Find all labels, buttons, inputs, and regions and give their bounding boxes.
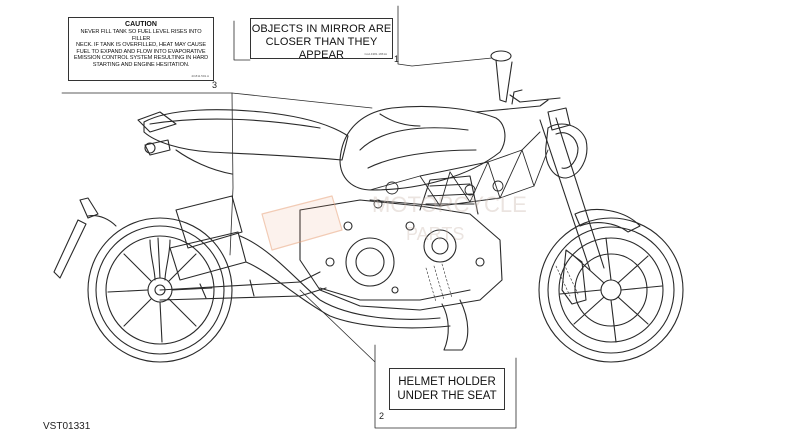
caution-label: CAUTION NEVER FILL TANK SO FUEL LEVEL RI… — [68, 17, 214, 81]
caution-line: NEVER FILL TANK SO FUEL LEVEL RISES INTO… — [80, 29, 202, 42]
callout-number-1: 1 — [394, 54, 400, 64]
caution-line: NECK. IF TANK IS OVERFILLED, HEAT MAY CA… — [76, 42, 206, 49]
headlight — [545, 123, 588, 179]
caution-line: FUEL TO EXPAND AND FLOW INTO EVAPORATIVE — [76, 48, 206, 55]
callout-number-3: 3 — [212, 80, 218, 90]
svg-text:MOTORCYCLE: MOTORCYCLE — [372, 192, 527, 217]
caution-line: STARTING AND ENGINE HESITATION. — [92, 61, 190, 68]
helmet-label-line: UNDER THE SEAT — [397, 390, 497, 402]
front-fork — [539, 107, 641, 305]
drawing-code: VST01331 — [43, 421, 91, 432]
engine — [299, 175, 503, 311]
rear-wheel — [87, 217, 233, 363]
mirror-label-line: OBJECTS IN MIRROR ARE — [251, 23, 392, 35]
mirror-label-line: CLOSER THAN THEY APPEAR — [265, 36, 378, 61]
mirror-warning-label: OBJECTS IN MIRROR ARE CLOSER THAN THEY A… — [250, 18, 393, 61]
helmet-label-line: HELMET HOLDER — [398, 376, 496, 388]
caution-part-code: 43.811.501.A — [191, 74, 209, 78]
helmet-holder-label: HELMET HOLDER UNDER THE SEAT — [389, 368, 505, 410]
swingarm — [159, 271, 327, 301]
caution-text: NEVER FILL TANK SO FUEL LEVEL RISES INTO… — [73, 29, 209, 69]
caution-line: EMISSION CONTROL SYSTEM RESULTING IN HAR… — [73, 55, 209, 62]
leader-lines — [61, 5, 517, 429]
caution-title: CAUTION — [125, 21, 157, 28]
handlebar-mirror — [475, 50, 561, 113]
front-wheel — [538, 217, 684, 363]
svg-text:PARTS: PARTS — [406, 224, 464, 244]
watermark-logo: MOTORCYCLE PARTS — [261, 192, 527, 251]
fuel-tank — [339, 105, 506, 191]
rear-hugger — [53, 197, 117, 279]
mirror-part-code: Cod.4381.1651A — [364, 52, 387, 56]
trellis-frame — [369, 131, 549, 209]
seat-tail — [137, 109, 349, 175]
hatch-detail — [425, 263, 579, 303]
callout-number-2: 2 — [379, 411, 385, 421]
exhaust — [169, 195, 469, 351]
